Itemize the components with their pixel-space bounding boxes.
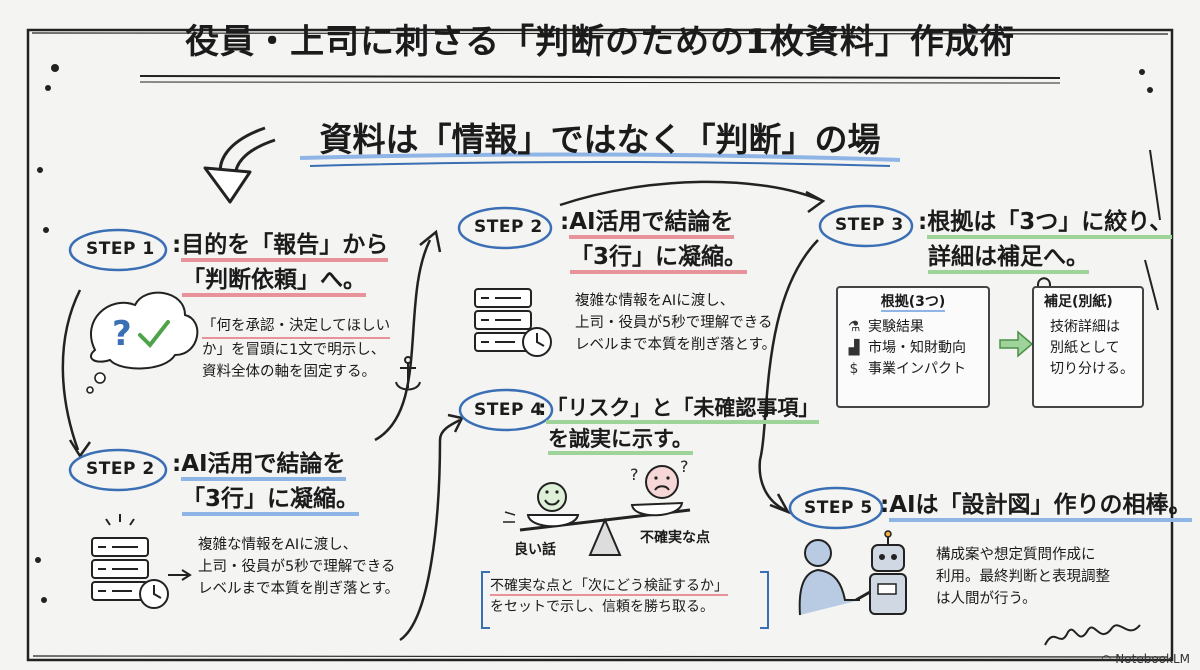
- svg-text:?: ?: [630, 465, 639, 484]
- test-tube-icon: ⚗: [847, 319, 861, 335]
- step3-supplement-line: 技術詳細は: [1050, 319, 1120, 335]
- step2-left-heading-line1: AI活用で結論を: [181, 451, 346, 481]
- step2-top-heading-line2: 「3行」に凝縮。: [570, 244, 748, 274]
- step2-left-body-line3: レベルまで本質を削ぎ落とす。: [198, 581, 400, 597]
- step4-heading-line2: を誠実に示す。: [548, 427, 693, 455]
- step1-label: STEP 1: [86, 239, 155, 259]
- step3-heading: :根拠は「3つ」に絞り、 詳細は補足へ。: [918, 205, 1173, 275]
- seesaw-uncertain-label: 不確実な点: [640, 530, 710, 546]
- page-subtitle: 資料は「情報」ではなく「判断」の場: [319, 120, 881, 159]
- step2-top-body: 複雑な情報をAIに渡し、 上司・役員が5秒で理解できる レベルまで本質を削ぎ落と…: [575, 290, 776, 356]
- step3-supplement-box: 補足(別紙) 技術詳細は 別紙として 切り分ける。: [1032, 286, 1144, 408]
- step4-note: 不確実な点と「次にどう検証するか」 をセットで示し、信頼を勝ち取る。: [490, 576, 728, 618]
- step5-body-line2: 利用。最終判断と表現調整: [936, 569, 1110, 585]
- svg-text:?: ?: [680, 457, 689, 476]
- step2-top-body-line2: 上司・役員が5秒で理解できる: [575, 315, 773, 331]
- step3-supplement-line: 切り分ける。: [1050, 361, 1134, 377]
- step3-heading-line1: 根拠は「3つ」に絞り、: [927, 209, 1173, 239]
- step4-note-line1: 不確実な点と「次にどう検証するか」: [490, 578, 728, 596]
- step3-evidence-item: 事業インパクト: [868, 361, 966, 377]
- step1-heading-line2: 「判断依頼」へ。: [182, 267, 366, 297]
- step2-top-body-line3: レベルまで本質を削ぎ落とす。: [575, 337, 777, 353]
- step4-note-line2: をセットで示し、信頼を勝ち取る。: [490, 599, 714, 615]
- step2-top-body-line1: 複雑な情報をAIに渡し、: [575, 293, 735, 309]
- watermark-text: NotebookLM: [1115, 652, 1190, 666]
- step2-left-heading: :AI活用で結論を 「3行」に凝縮。: [172, 447, 360, 517]
- step2-left-body-line2: 上司・役員が5秒で理解できる: [198, 559, 396, 575]
- step2-top-heading-line1: AI活用で結論を: [569, 209, 734, 239]
- step2-left-body: 複雑な情報をAIに渡し、 上司・役員が5秒で理解できる レベルまで本質を削ぎ落と…: [198, 534, 399, 600]
- step5-body-line3: は人間が行う。: [936, 591, 1037, 607]
- seesaw-good-label: 良い話: [514, 542, 556, 558]
- step2-left-body-line1: 複雑な情報をAIに渡し、: [198, 537, 358, 553]
- notebooklm-logo-icon: ◠: [1100, 652, 1112, 666]
- step1-body: 「何を承認・決定してほしい か」を冒頭に1文で明示し、 資料全体の軸を固定する。: [202, 315, 391, 383]
- step5-body: 構成案や想定質問作成に 利用。最終判断と表現調整 は人間が行う。: [936, 544, 1110, 610]
- dollar-icon: $: [849, 361, 859, 377]
- step3-heading-line2: 詳細は補足へ。: [928, 244, 1089, 274]
- step5-body-line1: 構成案や想定質問作成に: [936, 547, 1096, 563]
- step4-heading-line1: 「リスク」と「未確認事項」: [546, 396, 820, 424]
- bar-chart-icon: ▟: [848, 340, 860, 356]
- step1-body-line1: 「何を承認・決定してほしい: [202, 315, 391, 339]
- step5-heading: :AIは「設計図」作りの相棒。: [880, 488, 1192, 523]
- step3-evidence-item: 市場・知財動向: [868, 340, 966, 356]
- step3-evidence-title: 根拠(3つ): [880, 294, 946, 312]
- step4-label: STEP 4: [474, 400, 543, 420]
- step1-body-line3: 資料全体の軸を固定する。: [202, 364, 376, 380]
- step1-heading: :目的を「報告」から 「判断依頼」へ。: [172, 228, 389, 298]
- step1-body-line2: か」を冒頭に1文で明示し、: [202, 342, 386, 358]
- step3-evidence-item: 実験結果: [868, 319, 924, 335]
- step4-heading: :「リスク」と「未確認事項」 を誠実に示す。: [538, 393, 820, 455]
- step1-heading-line1: 目的を「報告」から: [181, 232, 389, 262]
- step2-top-heading: :AI活用で結論を 「3行」に凝縮。: [560, 205, 748, 275]
- step3-supplement-line: 別紙として: [1050, 340, 1120, 356]
- notebooklm-watermark: ◠ NotebookLM: [1101, 652, 1190, 666]
- step3-supplement-title: 補足(別紙): [1044, 294, 1113, 310]
- step5-heading-text: AIは「設計図」作りの相棒。: [889, 492, 1192, 522]
- step2-left-label: STEP 2: [86, 459, 155, 479]
- step3-evidence-box: 根拠(3つ) ⚗ 実験結果 ▟ 市場・知財動向 $ 事業インパクト: [836, 286, 990, 408]
- step3-label: STEP 3: [835, 215, 904, 235]
- page-title: 役員・上司に刺さる「判断のための1枚資料」作成術: [185, 22, 1015, 62]
- step5-label: STEP 5: [804, 498, 873, 518]
- step2-left-heading-line2: 「3行」に凝縮。: [182, 486, 360, 516]
- svg-text:?: ?: [112, 314, 132, 354]
- step2-top-label: STEP 2: [474, 217, 543, 237]
